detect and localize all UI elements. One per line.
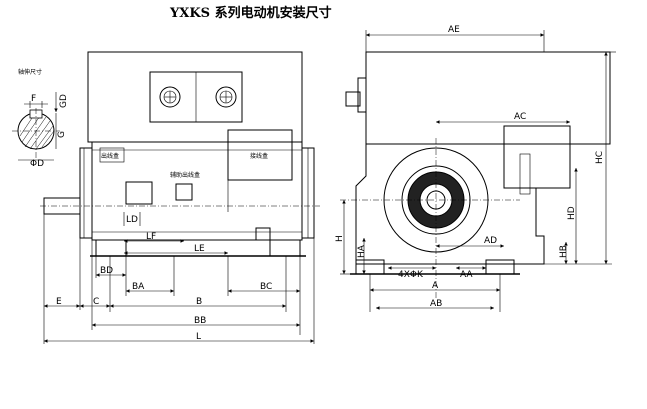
fan-right: [215, 86, 237, 108]
nameplate: [99, 147, 125, 163]
aux-terminal-box: [175, 183, 193, 201]
side-box-door: [519, 153, 531, 195]
shaft-hatch: [19, 114, 55, 150]
dim-AA: AA: [460, 270, 473, 280]
dim-LE: LE: [194, 244, 205, 254]
hood-handle: [345, 91, 361, 107]
dim-HB: HB: [559, 245, 569, 258]
dim-L: L: [196, 332, 201, 342]
dim-AE: AE: [448, 25, 460, 35]
dim-AD: AD: [484, 236, 497, 246]
aux-box-label: 辅助出线盒: [170, 171, 200, 179]
grounding-lug: [255, 227, 271, 241]
foot-right: [269, 239, 301, 257]
dim-BD: BD: [100, 266, 113, 276]
large-terminal-box: [227, 129, 293, 181]
dim-HC: HC: [595, 151, 605, 164]
main-terminal-box: [125, 181, 153, 205]
foot-left: [95, 239, 127, 257]
hood-hinge: [357, 77, 367, 113]
end-foot-left: [355, 259, 385, 275]
dim-K: 4XΦK: [398, 270, 424, 280]
dim-D: ΦD: [30, 159, 44, 169]
shaft-detail: 轴伸尺寸 F GD G ΦD: [12, 68, 69, 169]
outlet-box-label: 出线盒: [101, 152, 119, 160]
side-elevation: 出线盒 辅助出线盒 接线盒 LD LF LE BD BA: [40, 51, 320, 344]
terminal-box-end: [503, 125, 571, 189]
dim-HA: HA: [357, 244, 367, 258]
motor-frame: [91, 141, 303, 241]
dim-AC: AC: [514, 112, 526, 122]
dim-LD: LD: [126, 215, 138, 225]
shaft-end-label: 轴伸尺寸: [18, 68, 42, 76]
end-hood: [365, 51, 611, 145]
dim-E: E: [56, 297, 62, 307]
dim-HD: HD: [567, 206, 577, 220]
cooler-hood: [87, 51, 303, 143]
fan-left: [159, 86, 181, 108]
drawing-title: YXKS 系列电动机安装尺寸: [169, 5, 332, 21]
dim-H: H: [335, 235, 345, 242]
end-foot-right: [485, 259, 515, 275]
end-elevation: AE AC AD 4XΦK AA A AB H HA HC HD: [335, 25, 616, 312]
dim-AB: AB: [430, 299, 442, 309]
dim-LF: LF: [146, 232, 156, 242]
drive-end-shield: [79, 147, 93, 239]
dim-G: G: [57, 131, 67, 138]
dim-BB: BB: [194, 316, 206, 326]
dim-F: F: [31, 94, 36, 104]
dim-C: C: [93, 297, 99, 307]
dim-GD: GD: [59, 94, 69, 108]
terminal-box-label: 接线盒: [250, 152, 268, 160]
dim-A: A: [432, 281, 439, 291]
dim-BA: BA: [132, 282, 145, 292]
dim-B: B: [196, 297, 202, 307]
dim-BC: BC: [260, 282, 272, 292]
